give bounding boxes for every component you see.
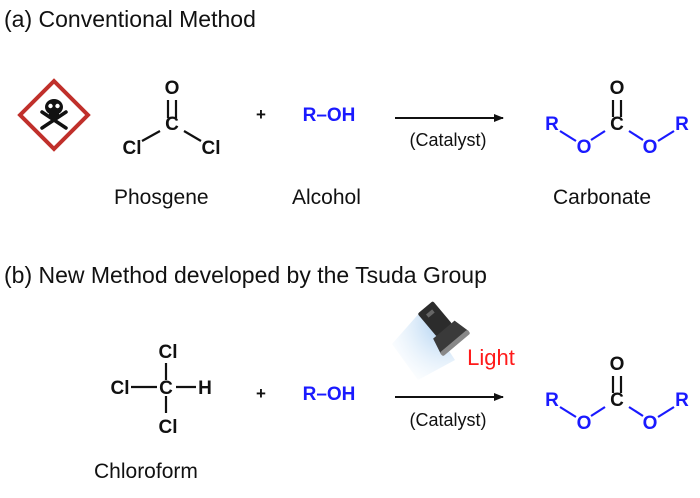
phosgene-chlorine-right: Cl [202, 138, 221, 159]
flashlight-icon [392, 301, 470, 380]
phosgene-carbon: C [165, 114, 179, 135]
svg-text:R: R [545, 390, 559, 411]
section-b-heading: (b) New Method developed by the Tsuda Gr… [4, 262, 487, 288]
skull-icon [40, 99, 68, 130]
catalyst-label-b: (Catalyst) [409, 410, 486, 430]
svg-text:R: R [545, 114, 559, 135]
phosgene-structure: O C Cl Cl [123, 78, 221, 159]
svg-text:R: R [675, 390, 689, 411]
carbonate-structure-b: O C O O R R [545, 354, 689, 434]
svg-text:C: C [610, 390, 624, 411]
svg-text:C: C [610, 114, 624, 135]
phosgene-chlorine-left: Cl [123, 138, 142, 159]
svg-text:O: O [643, 413, 658, 434]
svg-text:O: O [610, 354, 625, 375]
svg-text:Cl: Cl [159, 342, 178, 363]
svg-text:O: O [577, 413, 592, 434]
alcohol-formula-b: R–OH [303, 384, 356, 405]
chloroform-hydrogen: H [198, 378, 212, 399]
chloroform-structure: Cl Cl C H Cl [111, 342, 212, 438]
catalyst-label-a: (Catalyst) [409, 130, 486, 150]
skull-crossbones-hazard-icon [17, 78, 91, 152]
chloroform-carbon: C [159, 378, 173, 399]
plus-sign-a: + [256, 105, 266, 124]
light-label: Light [467, 345, 515, 370]
alcohol-formula-a: R–OH [303, 105, 356, 126]
svg-text:Cl: Cl [159, 417, 178, 438]
svg-text:O: O [643, 137, 658, 158]
carbonate-label: Carbonate [553, 186, 652, 209]
carbonate-structure-a: O C O O R R [545, 78, 689, 158]
svg-text:O: O [577, 137, 592, 158]
svg-text:O: O [610, 78, 625, 99]
alcohol-label: Alcohol [292, 186, 361, 209]
section-a-heading: (a) Conventional Method [4, 6, 256, 32]
chloroform-label: Chloroform [94, 460, 198, 483]
svg-text:Cl: Cl [111, 378, 130, 399]
phosgene-label: Phosgene [114, 186, 209, 209]
svg-text:R: R [675, 114, 689, 135]
phosgene-oxygen: O [165, 78, 180, 99]
plus-sign-b: + [256, 384, 266, 403]
